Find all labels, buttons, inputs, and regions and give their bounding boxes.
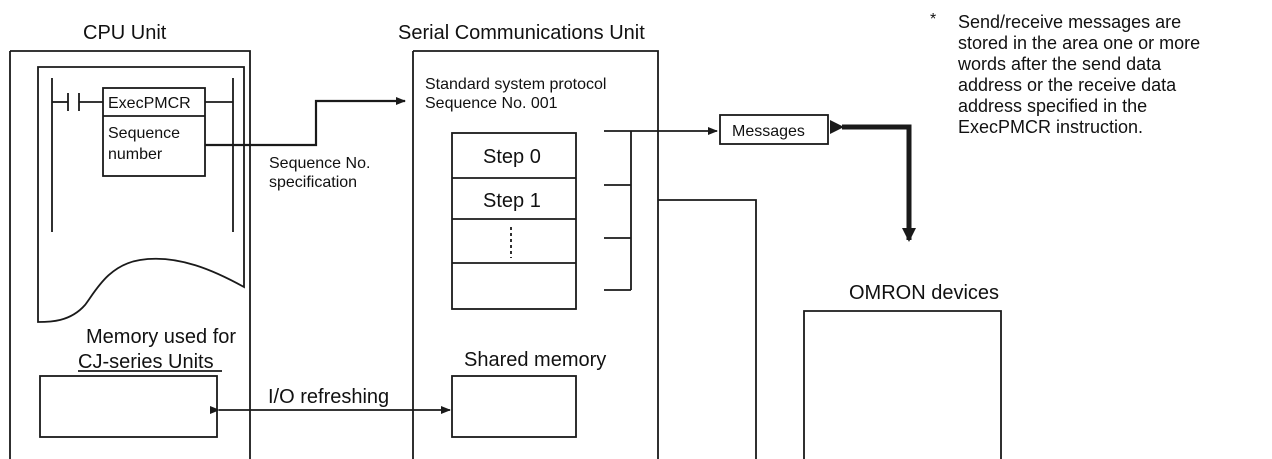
omron-device-box xyxy=(803,310,1002,459)
scu-omron-line xyxy=(658,199,757,459)
step-stack xyxy=(451,132,577,310)
step-bracket xyxy=(604,130,632,291)
sequence-label-line1: Sequence xyxy=(108,125,180,142)
cpu-unit-title: CPU Unit xyxy=(83,22,167,44)
sequence-label-line2: number xyxy=(108,146,163,163)
shared-memory-box xyxy=(451,375,577,438)
note-line-3: words after the send data xyxy=(957,54,1162,74)
messages-box xyxy=(719,114,829,145)
scu-frame xyxy=(412,50,659,459)
note-marker: * xyxy=(930,11,936,28)
sequence-arrow xyxy=(205,97,406,147)
cj-memory-box xyxy=(39,375,218,438)
note-line-4: address or the receive data xyxy=(958,75,1177,95)
note-line-2: stored in the area one or more xyxy=(958,33,1200,53)
seqno-label-line2: specification xyxy=(269,174,357,191)
memory-label-line1: Memory used for xyxy=(86,326,236,348)
step-1-label: Step 1 xyxy=(483,190,541,212)
ladder-contact xyxy=(52,93,233,111)
messages-label: Messages xyxy=(732,123,805,140)
omron-label: OMRON devices xyxy=(849,282,999,304)
scu-title: Serial Communications Unit xyxy=(398,22,645,44)
note-line-1: Send/receive messages are xyxy=(958,12,1181,32)
cpu-unit-frame xyxy=(9,50,251,459)
step-0-label: Step 0 xyxy=(483,146,541,168)
execpmcr-label: ExecPMCR xyxy=(108,95,191,112)
memory-label-line2: CJ-series Units xyxy=(78,351,214,373)
seqno-label-line1: Sequence No. xyxy=(269,155,370,172)
shared-memory-label: Shared memory xyxy=(464,349,606,371)
protocol-line1: Standard system protocol xyxy=(425,76,606,93)
protocol-line2: Sequence No. 001 xyxy=(425,95,558,112)
execpmcr-block xyxy=(102,87,206,177)
note-line-5: address specified in the xyxy=(958,96,1147,116)
messages-omron-arrow xyxy=(830,120,916,242)
note-line-6: ExecPMCR instruction. xyxy=(958,117,1143,137)
io-refresh-label: I/O refreshing xyxy=(268,386,389,408)
